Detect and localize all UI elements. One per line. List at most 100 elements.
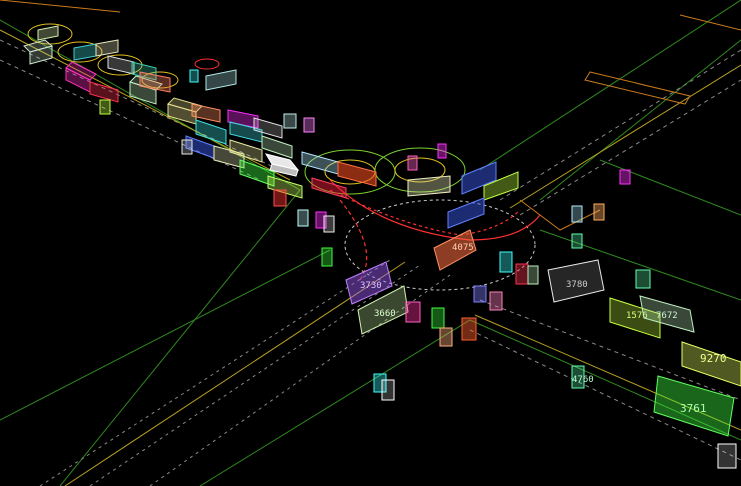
ring-4 xyxy=(57,41,103,63)
ego-vehicle[interactable] xyxy=(264,153,300,177)
road-edge-left xyxy=(0,19,301,486)
pedestrian-box[interactable] xyxy=(405,301,421,323)
vehicle-box[interactable]: 7672 xyxy=(639,295,695,333)
box-label: 3761 xyxy=(680,402,707,415)
vehicle-box[interactable] xyxy=(107,55,135,75)
pedestrian-box[interactable] xyxy=(593,203,605,221)
pedestrian-box[interactable]: 4760 xyxy=(571,365,594,389)
vehicle-box[interactable] xyxy=(229,139,263,163)
vehicle-box[interactable]: 3761 xyxy=(653,375,735,437)
pedestrian-box[interactable] xyxy=(515,263,529,285)
vehicle-box[interactable] xyxy=(95,39,119,57)
pedestrian-box[interactable] xyxy=(189,69,199,83)
lane-line-9 xyxy=(469,329,741,461)
path-3 xyxy=(329,189,521,236)
vehicle-box[interactable] xyxy=(239,159,275,187)
vehicle-box[interactable]: 9270 xyxy=(681,341,741,387)
vehicle-box[interactable] xyxy=(213,145,245,169)
vehicle-box[interactable] xyxy=(23,39,54,65)
lane-line-4 xyxy=(89,264,421,486)
sidewalk-right xyxy=(519,199,601,231)
pedestrian-box[interactable] xyxy=(527,265,539,285)
pedestrian-box[interactable] xyxy=(407,155,418,171)
pedestrian-box[interactable] xyxy=(439,327,453,347)
vehicle-box[interactable]: 1576 xyxy=(609,297,661,339)
lane-line-8 xyxy=(479,299,741,401)
vehicle-box[interactable] xyxy=(195,119,227,145)
box-label: 4760 xyxy=(572,375,594,385)
vehicle-box[interactable] xyxy=(311,177,347,199)
pedestrian-box[interactable] xyxy=(303,117,315,133)
pedestrian-box[interactable] xyxy=(99,99,111,115)
vehicle-box[interactable]: 3730 xyxy=(345,261,393,305)
vehicle-box[interactable] xyxy=(407,175,451,197)
road-edge-right xyxy=(539,229,741,301)
vehicle-box[interactable] xyxy=(267,175,303,199)
sidewalk-top-right xyxy=(584,71,691,105)
pedestrian-box[interactable] xyxy=(571,205,583,223)
vehicle-box[interactable] xyxy=(461,161,497,195)
pedestrian-box[interactable] xyxy=(181,139,193,155)
box-label: 1576 xyxy=(626,311,648,321)
object-boxes[interactable]: 4075 3730 3660 3780 1576 7672 9270 xyxy=(23,25,741,469)
pedestrian-box[interactable] xyxy=(381,379,395,401)
vehicle-box[interactable] xyxy=(337,161,377,187)
road-edge-right-upper xyxy=(599,159,741,216)
box-label: 7672 xyxy=(656,311,678,321)
pedestrian-box[interactable] xyxy=(321,247,333,267)
path-2 xyxy=(339,199,368,281)
vehicle-box[interactable]: 3660 xyxy=(357,285,409,335)
vehicle-box[interactable] xyxy=(65,61,97,93)
vehicle-box[interactable] xyxy=(253,117,283,139)
box-label: 9270 xyxy=(700,352,727,365)
box-label: 3660 xyxy=(374,309,396,319)
vehicle-box[interactable] xyxy=(483,171,519,201)
lane-line-7 xyxy=(519,79,741,216)
ring-2 xyxy=(374,147,466,193)
vehicle-box[interactable] xyxy=(37,25,59,41)
box-label: 3730 xyxy=(360,281,382,291)
ring-dashed xyxy=(344,199,536,291)
yellow-line-3 xyxy=(509,64,741,209)
vehicle-box[interactable]: 3780 xyxy=(547,259,605,303)
lane-line-3 xyxy=(39,259,391,486)
pedestrian-box[interactable] xyxy=(297,209,309,227)
vehicle-box[interactable]: 4075 xyxy=(433,229,477,271)
pedestrian-box[interactable] xyxy=(635,269,651,289)
road-edge-bottomleft xyxy=(0,249,331,421)
vehicle-box[interactable] xyxy=(261,135,293,159)
yellow-line-1 xyxy=(0,29,291,181)
pedestrian-box[interactable] xyxy=(431,307,445,329)
lane-line-5 xyxy=(149,274,451,486)
pedestrian-box[interactable] xyxy=(499,251,513,273)
vehicle-box[interactable] xyxy=(205,69,237,91)
ring-2-inner xyxy=(394,157,446,183)
ring-red xyxy=(194,58,220,70)
vehicle-box[interactable] xyxy=(191,103,221,123)
vehicle-box[interactable] xyxy=(89,81,119,103)
pedestrian-box[interactable] xyxy=(323,215,335,233)
pedestrian-box[interactable] xyxy=(489,291,503,311)
pedestrian-box[interactable] xyxy=(273,189,287,207)
pedestrian-box[interactable] xyxy=(473,285,487,303)
pedestrian-box[interactable] xyxy=(373,373,387,393)
lane-line-1 xyxy=(0,39,281,171)
vehicle-box[interactable] xyxy=(167,97,203,125)
pedestrian-box[interactable] xyxy=(461,317,477,341)
vehicle-box[interactable] xyxy=(131,61,157,81)
vehicle-box[interactable] xyxy=(73,43,97,61)
road-edge-upper-diag-2 xyxy=(539,39,741,201)
yellow-line-4 xyxy=(474,314,741,431)
vehicle-box[interactable] xyxy=(447,197,485,229)
vehicle-box[interactable] xyxy=(139,71,171,93)
pedestrian-box[interactable] xyxy=(315,211,327,229)
pedestrian-box[interactable] xyxy=(571,233,583,249)
box-label: 4075 xyxy=(452,243,474,253)
pedestrian-box[interactable] xyxy=(437,143,447,159)
pedestrian-box[interactable] xyxy=(283,113,297,129)
pedestrian-box[interactable] xyxy=(717,443,737,469)
pedestrian-box[interactable] xyxy=(619,169,631,185)
